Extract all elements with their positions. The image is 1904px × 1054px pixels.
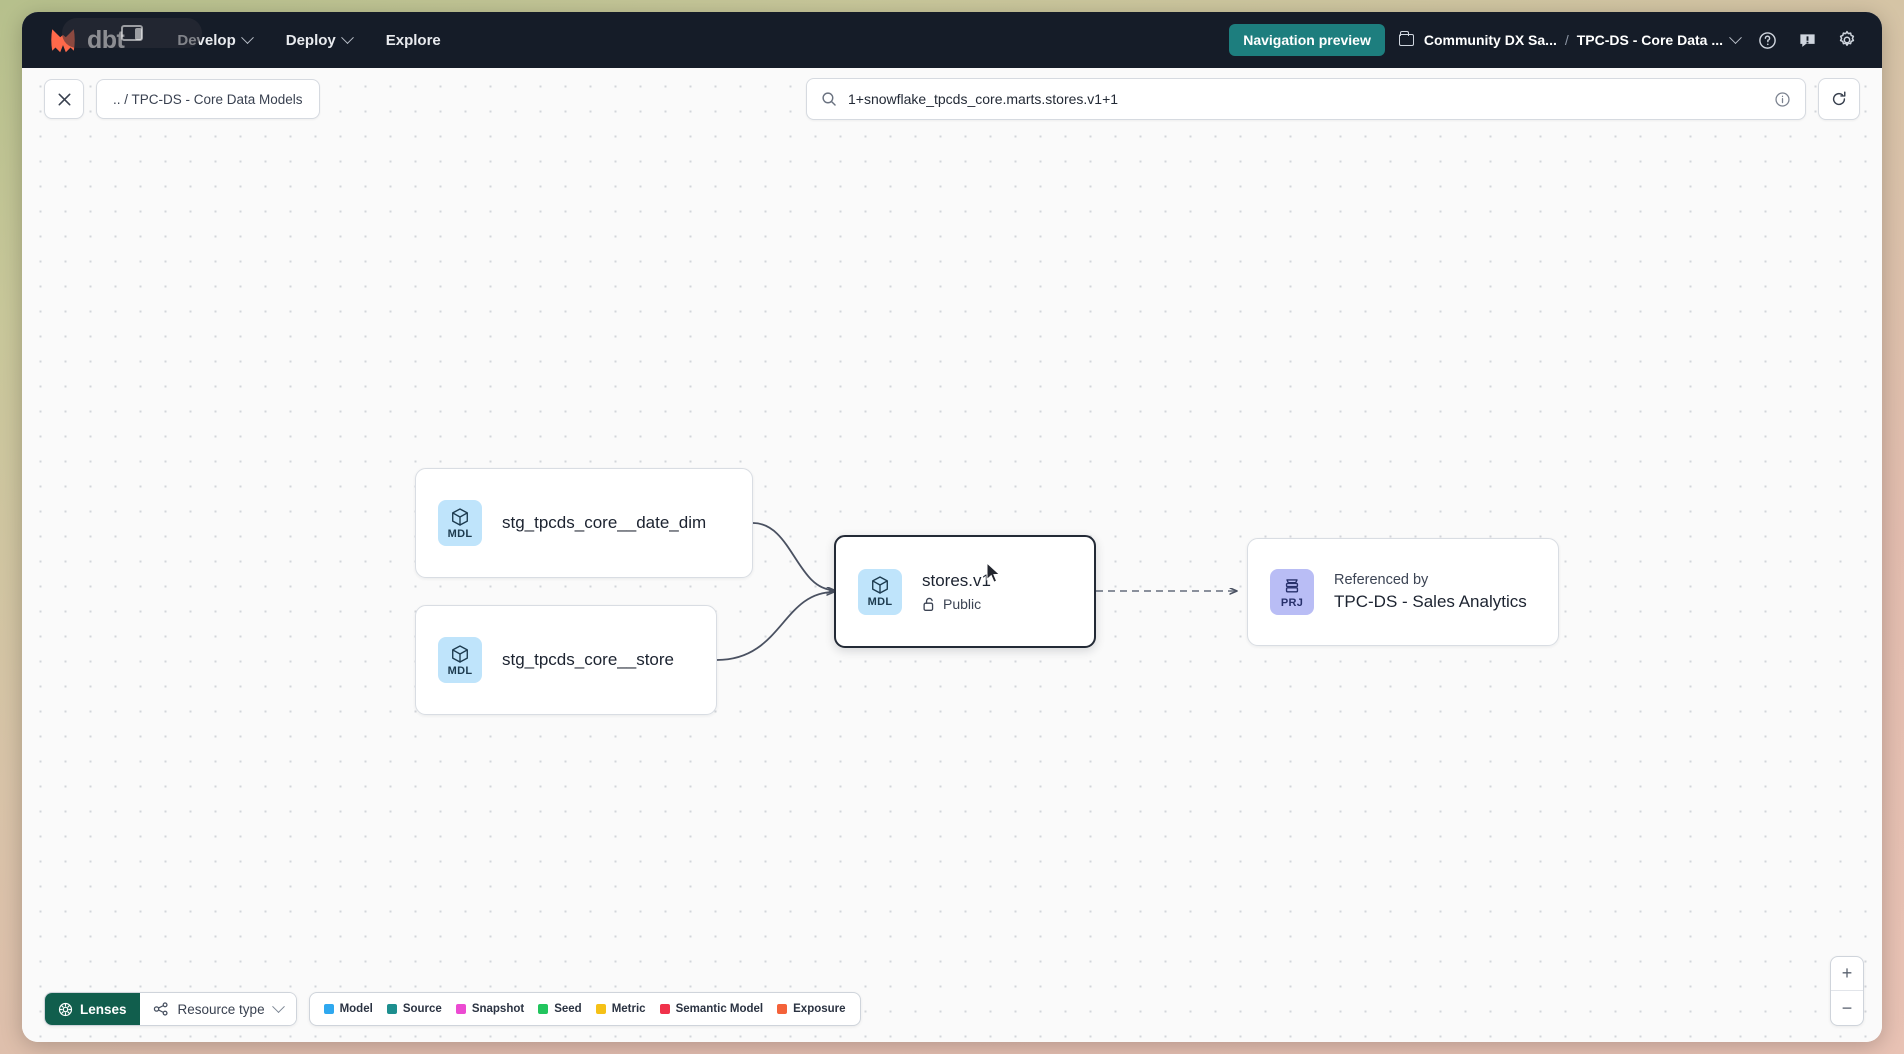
lineage-edges: [716, 522, 1882, 661]
node-badge-model: MDL: [438, 500, 482, 546]
node-access-row: Public: [922, 596, 991, 612]
node-access-label: Public: [943, 596, 982, 612]
lens-icon: [58, 1002, 73, 1016]
graph-toolbar: .. / TPC-DS - Core Data Models: [22, 68, 1882, 130]
refresh-icon: [1832, 91, 1846, 106]
lineage-search-box[interactable]: [806, 78, 1806, 120]
legend-item-exposure[interactable]: Exposure: [777, 1003, 846, 1015]
search-icon: [822, 92, 836, 106]
nav-item-deploy[interactable]: Deploy: [269, 24, 369, 57]
legend-swatch: [777, 1004, 788, 1014]
nav-item-deploy-label: Deploy: [285, 31, 336, 49]
cube-icon: [452, 644, 468, 663]
top-navigation-bar: dbt Develop Deploy Explore Navigation pr…: [22, 12, 1882, 68]
resource-type-label: Resource type: [177, 1001, 265, 1017]
legend-label: Seed: [554, 1003, 582, 1015]
legend-label: Metric: [611, 1003, 646, 1015]
graph-node-sales-analytics-project[interactable]: PRJ Referenced by TPC-DS - Sales Analyti…: [1247, 538, 1559, 646]
legend-swatch: [659, 1004, 670, 1014]
node-badge-label: PRJ: [1280, 596, 1304, 609]
project-stack-icon: [1285, 578, 1299, 593]
project-name[interactable]: TPC-DS - Core Data ...: [1576, 32, 1723, 48]
node-badge-project: PRJ: [1270, 569, 1314, 615]
legend-swatch: [538, 1004, 549, 1014]
graph-node-stores-v1[interactable]: MDL stores.v1 Public: [834, 535, 1096, 648]
legend-label: Semantic Model: [675, 1003, 764, 1015]
graph-node-stg-store[interactable]: MDL stg_tpcds_core__store: [415, 605, 717, 715]
lineage-graph-canvas[interactable]: MDL stg_tpcds_core__date_dim MDL stg_tpc…: [22, 68, 1882, 1042]
nav-links: Develop Deploy Explore: [160, 24, 457, 57]
node-text-block: stores.v1 Public: [922, 571, 991, 612]
nav-item-explore-label: Explore: [385, 31, 441, 49]
window-tab-icon: [121, 25, 143, 41]
node-badge-label: MDL: [867, 596, 893, 608]
resource-type-legend: Model Source Snapshot Seed Metric: [308, 992, 861, 1026]
node-badge-label: MDL: [447, 664, 473, 677]
navigation-preview-button[interactable]: Navigation preview: [1229, 24, 1385, 56]
info-circle-icon[interactable]: [1774, 91, 1791, 108]
cube-icon: [452, 507, 468, 526]
zoom-out-button[interactable]: −: [1841, 997, 1853, 1018]
legend-item-semantic-model[interactable]: Semantic Model: [659, 1003, 764, 1015]
legend-item-source[interactable]: Source: [386, 1003, 442, 1015]
node-title: stg_tpcds_core__store: [502, 650, 674, 669]
chevron-down-icon[interactable]: [1729, 30, 1742, 44]
legend-swatch: [595, 1004, 606, 1014]
refresh-button[interactable]: [1818, 78, 1860, 120]
legend-label: Model: [339, 1003, 373, 1015]
graph-node-stg-date-dim[interactable]: MDL stg_tpcds_core__date_dim: [415, 468, 753, 578]
lenses-group: Lenses Resource type: [44, 992, 297, 1026]
search-input[interactable]: [848, 91, 1763, 107]
node-badge-model: MDL: [438, 637, 482, 683]
feedback-icon[interactable]: [1794, 27, 1820, 53]
chevron-down-icon: [340, 30, 354, 44]
legend-swatch: [323, 1004, 334, 1014]
graph-breadcrumb[interactable]: .. / TPC-DS - Core Data Models: [96, 79, 320, 119]
legend-label: Source: [402, 1003, 442, 1015]
legend-swatch: [386, 1004, 397, 1014]
chevron-down-icon: [271, 999, 285, 1013]
window-tab-pill[interactable]: [62, 18, 202, 48]
edge-store-to-stores: [716, 592, 834, 661]
legend-label: Snapshot: [471, 1003, 525, 1015]
node-title: TPC-DS - Sales Analytics: [1334, 592, 1527, 611]
lenses-label: Lenses: [80, 1001, 127, 1017]
node-kicker: Referenced by: [1334, 572, 1429, 588]
help-circle-icon[interactable]: [1754, 27, 1780, 53]
close-icon: [58, 93, 70, 105]
edge-date-dim-to-stores: [752, 522, 834, 590]
node-badge-model: MDL: [858, 568, 902, 615]
nav-item-explore[interactable]: Explore: [369, 24, 458, 57]
resource-type-dropdown[interactable]: Resource type: [139, 993, 296, 1025]
gear-icon[interactable]: [1834, 27, 1860, 53]
unlock-icon: [923, 597, 934, 611]
cube-icon: [872, 576, 888, 594]
node-badge-label: MDL: [447, 527, 473, 540]
node-text-block: Referenced by TPC-DS - Sales Analytics: [1334, 572, 1527, 612]
search-area: [806, 78, 1860, 120]
folder-icon: [1398, 31, 1414, 46]
legend-label: Exposure: [793, 1003, 846, 1015]
chevron-down-icon: [240, 30, 254, 44]
node-title: stg_tpcds_core__date_dim: [502, 513, 707, 532]
legend-item-model[interactable]: Model: [323, 1003, 373, 1015]
zoom-in-button[interactable]: +: [1831, 957, 1863, 991]
account-name[interactable]: Community DX Sa...: [1423, 32, 1557, 48]
nav-right-group: Navigation preview Community DX Sa... / …: [1229, 24, 1860, 56]
breadcrumb-separator: /: [1564, 32, 1569, 48]
legend-item-snapshot[interactable]: Snapshot: [455, 1003, 525, 1015]
close-graph-button[interactable]: [44, 79, 84, 119]
lenses-button[interactable]: Lenses: [45, 993, 140, 1025]
account-project-breadcrumb: Community DX Sa... / TPC-DS - Core Data …: [1398, 30, 1742, 48]
bottom-toolbar: Lenses Resource type Model: [44, 992, 861, 1026]
legend-item-metric[interactable]: Metric: [595, 1003, 646, 1015]
node-title: stores.v1: [922, 571, 991, 590]
legend-item-seed[interactable]: Seed: [538, 1003, 582, 1015]
zoom-controls: + −: [1830, 956, 1864, 1026]
legend-swatch: [455, 1004, 466, 1014]
app-window: dbt Develop Deploy Explore Navigation pr…: [22, 12, 1882, 1042]
resource-graph-icon: [153, 1002, 168, 1016]
